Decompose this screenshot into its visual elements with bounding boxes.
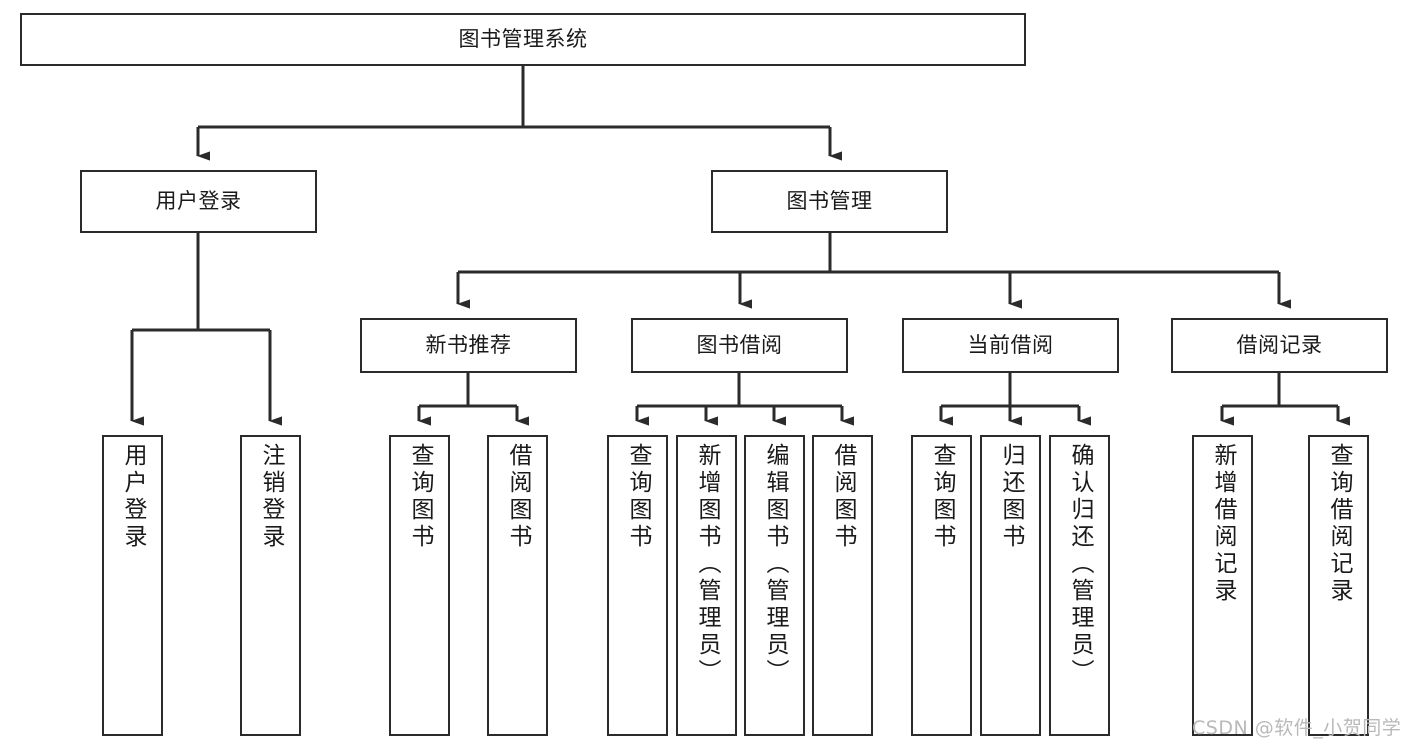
leaf-current-borrow-return[interactable]: 归还图书 [980,435,1041,736]
node-book-manage[interactable]: 图书管理 [711,170,948,233]
node-user-login-label: 用户登录 [155,189,242,214]
leaf-user-login-logout[interactable]: 注销登录 [240,435,301,736]
leaf-book-borrow-borrow[interactable]: 借阅图书 [812,435,873,736]
csdn-watermark: CSDN @软件_小贺同学 [1192,717,1402,739]
leaf-user-login-logout-label: 注销登录 [258,443,284,551]
node-book-borrow[interactable]: 图书借阅 [631,318,848,373]
leaf-book-borrow-edit-label: 编辑图书（管理员） [762,443,788,686]
leaf-current-borrow-confirm[interactable]: 确认归还（管理员） [1049,435,1110,736]
leaf-new-book-query[interactable]: 查询图书 [389,435,450,736]
leaf-new-book-borrow-label: 借阅图书 [505,443,531,551]
leaf-book-borrow-query-label: 查询图书 [625,443,651,551]
leaf-new-book-query-label: 查询图书 [407,443,433,551]
leaf-borrow-record-add-label: 新增借阅记录 [1210,443,1236,605]
leaf-book-borrow-add[interactable]: 新增图书（管理员） [676,435,737,736]
leaf-borrow-record-add[interactable]: 新增借阅记录 [1192,435,1253,736]
node-borrow-record-label: 借阅记录 [1236,333,1323,358]
node-current-borrow[interactable]: 当前借阅 [902,318,1119,373]
node-borrow-record[interactable]: 借阅记录 [1171,318,1388,373]
leaf-borrow-record-query[interactable]: 查询借阅记录 [1308,435,1369,736]
node-current-borrow-label: 当前借阅 [967,333,1054,358]
node-book-manage-label: 图书管理 [786,189,873,214]
leaf-current-borrow-confirm-label: 确认归还（管理员） [1067,443,1093,686]
leaf-current-borrow-query[interactable]: 查询图书 [911,435,972,736]
node-root[interactable]: 图书管理系统 [20,13,1026,66]
node-user-login[interactable]: 用户登录 [80,170,317,233]
node-book-borrow-label: 图书借阅 [696,333,783,358]
leaf-book-borrow-borrow-label: 借阅图书 [830,443,856,551]
leaf-borrow-record-query-label: 查询借阅记录 [1326,443,1352,605]
leaf-book-borrow-query[interactable]: 查询图书 [607,435,668,736]
node-root-label: 图书管理系统 [458,27,588,52]
leaf-book-borrow-edit[interactable]: 编辑图书（管理员） [744,435,805,736]
leaf-new-book-borrow[interactable]: 借阅图书 [487,435,548,736]
leaf-user-login-login-label: 用户登录 [120,443,146,551]
leaf-current-borrow-query-label: 查询图书 [929,443,955,551]
leaf-user-login-login[interactable]: 用户登录 [102,435,163,736]
leaf-book-borrow-add-label: 新增图书（管理员） [694,443,720,686]
node-new-book-recommend-label: 新书推荐 [425,333,512,358]
node-new-book-recommend[interactable]: 新书推荐 [360,318,577,373]
leaf-current-borrow-return-label: 归还图书 [998,443,1024,551]
